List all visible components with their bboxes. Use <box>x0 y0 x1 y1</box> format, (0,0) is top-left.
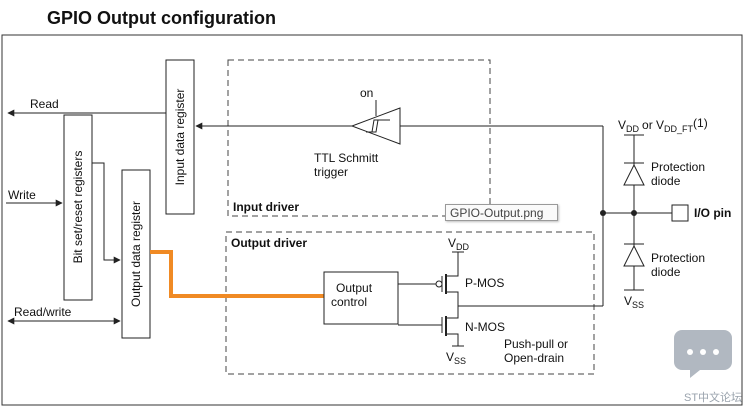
pmos-gate-bubble <box>435 280 443 288</box>
output-control-line1: Output <box>336 281 373 295</box>
driver-vss-label: VSS <box>446 350 466 366</box>
mode-label-line2: Open-drain <box>504 351 564 365</box>
filename-tooltip: GPIO-Output.png <box>445 204 558 221</box>
read-label: Read <box>30 97 59 111</box>
pin-vss-label: VSS <box>624 294 644 310</box>
output-path-highlight <box>150 250 324 298</box>
nmos-source <box>446 333 459 346</box>
hysteresis-icon <box>366 119 390 133</box>
output-driver-box <box>225 231 595 375</box>
output-control-line2: control <box>331 295 367 309</box>
lower-protection-label-2: diode <box>651 265 681 279</box>
schmitt-label-line1: TTL Schmitt <box>314 151 379 165</box>
input-data-register-label: Input data register <box>173 89 187 186</box>
input-driver-box <box>227 59 491 217</box>
upper-protection-label-2: diode <box>651 174 681 188</box>
output-data-register <box>121 169 151 339</box>
upper-protection-diode <box>623 163 645 186</box>
bsrr-to-odr-arrow <box>92 162 121 264</box>
schmitt-on-label: on <box>360 86 373 100</box>
io-pin-box <box>671 204 689 222</box>
diagram-title: GPIO Output configuration <box>47 8 276 28</box>
forum-logo <box>674 330 732 378</box>
output-control-box <box>323 271 399 325</box>
write-label: Write <box>8 188 36 202</box>
watermark-text: ST中文论坛 <box>684 392 743 404</box>
upper-protection-label-1: Protection <box>651 160 705 174</box>
pmos-source <box>446 264 459 277</box>
input-driver-label: Input driver <box>233 200 299 214</box>
bit-set-reset-label: Bit set/reset registers <box>71 151 85 264</box>
nmos-drain <box>446 306 459 319</box>
bit-set-reset-registers <box>63 114 93 301</box>
output-data-register-label: Output data register <box>129 201 143 307</box>
output-driver-label: Output driver <box>231 236 307 250</box>
pmos-label: P-MOS <box>465 276 504 290</box>
input-data-register <box>165 59 195 215</box>
schmitt-label-line2: trigger <box>314 165 348 179</box>
pmos-drain <box>446 291 459 306</box>
schmitt-trigger-symbol <box>350 107 401 145</box>
nmos-label: N-MOS <box>465 320 505 334</box>
lower-protection-diode <box>623 244 645 267</box>
read-write-label: Read/write <box>14 305 72 319</box>
io-pin-label: I/O pin <box>694 206 731 220</box>
driver-vdd-label: VDD <box>448 236 470 252</box>
lower-protection-label-1: Protection <box>651 251 705 265</box>
outer-frame <box>1 34 743 406</box>
mode-label-line1: Push-pull or <box>504 337 568 351</box>
